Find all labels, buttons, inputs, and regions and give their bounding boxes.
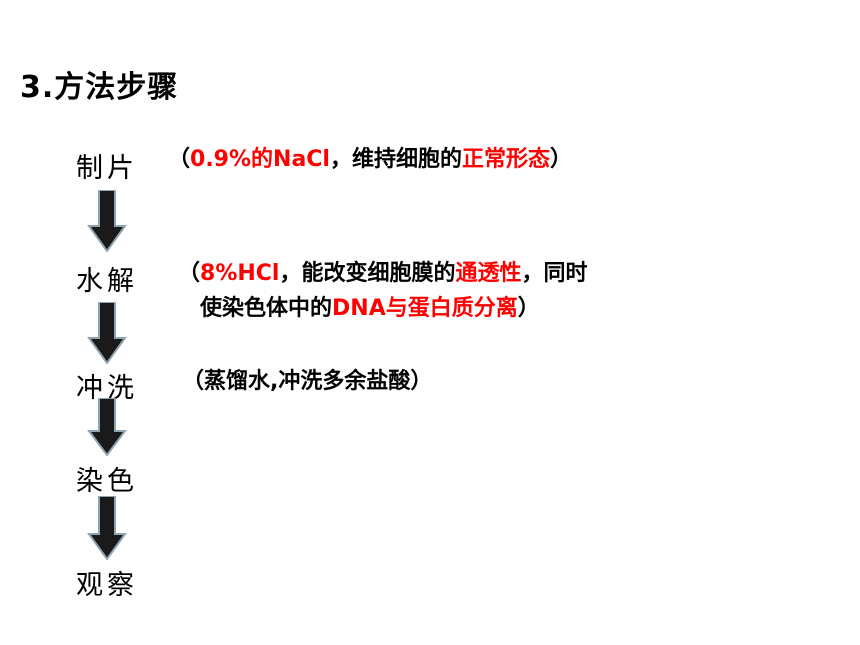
note-text: 使染色体中的 — [200, 296, 333, 321]
note-highlight: 通透性 — [455, 261, 522, 286]
note-paren-close: ） — [517, 296, 540, 321]
down-arrow-icon — [87, 302, 127, 364]
step-zhipian: 制片 — [76, 153, 138, 184]
step-guancha: 观察 — [76, 570, 138, 601]
note-paren-open: （ — [178, 261, 201, 286]
down-arrow-icon — [87, 496, 127, 560]
down-arrow-icon — [87, 398, 127, 456]
note-shuijie-line1: （8%HCl，能改变细胞膜的通透性，同时 — [178, 256, 588, 292]
note-text: ，同时 — [521, 261, 588, 286]
note-text: ，能改变细胞膜的 — [279, 261, 456, 286]
note-paren-open: （ — [168, 147, 191, 172]
note-chongxi: （蒸馏水,冲洗多余盐酸） — [182, 369, 433, 394]
down-arrow-icon — [87, 190, 127, 252]
note-highlight: 正常形态 — [462, 147, 551, 172]
page-title: 3.方法步骤 — [20, 70, 179, 105]
note-shuijie-line2: 使染色体中的DNA与蛋白质分离） — [200, 291, 540, 327]
note-reagent: 8%HCl — [200, 261, 280, 286]
note-zhipian: （0.9%的NaCl，维持细胞的正常形态） — [168, 142, 572, 178]
step-shuijie: 水解 — [76, 266, 138, 297]
step-ranse: 染色 — [76, 466, 138, 497]
note-text: ，维持细胞的 — [329, 147, 462, 172]
note-paren-close: ） — [550, 147, 573, 172]
note-reagent: 0.9%的NaCl — [190, 147, 330, 172]
note-highlight: DNA与蛋白质分离 — [332, 296, 518, 321]
